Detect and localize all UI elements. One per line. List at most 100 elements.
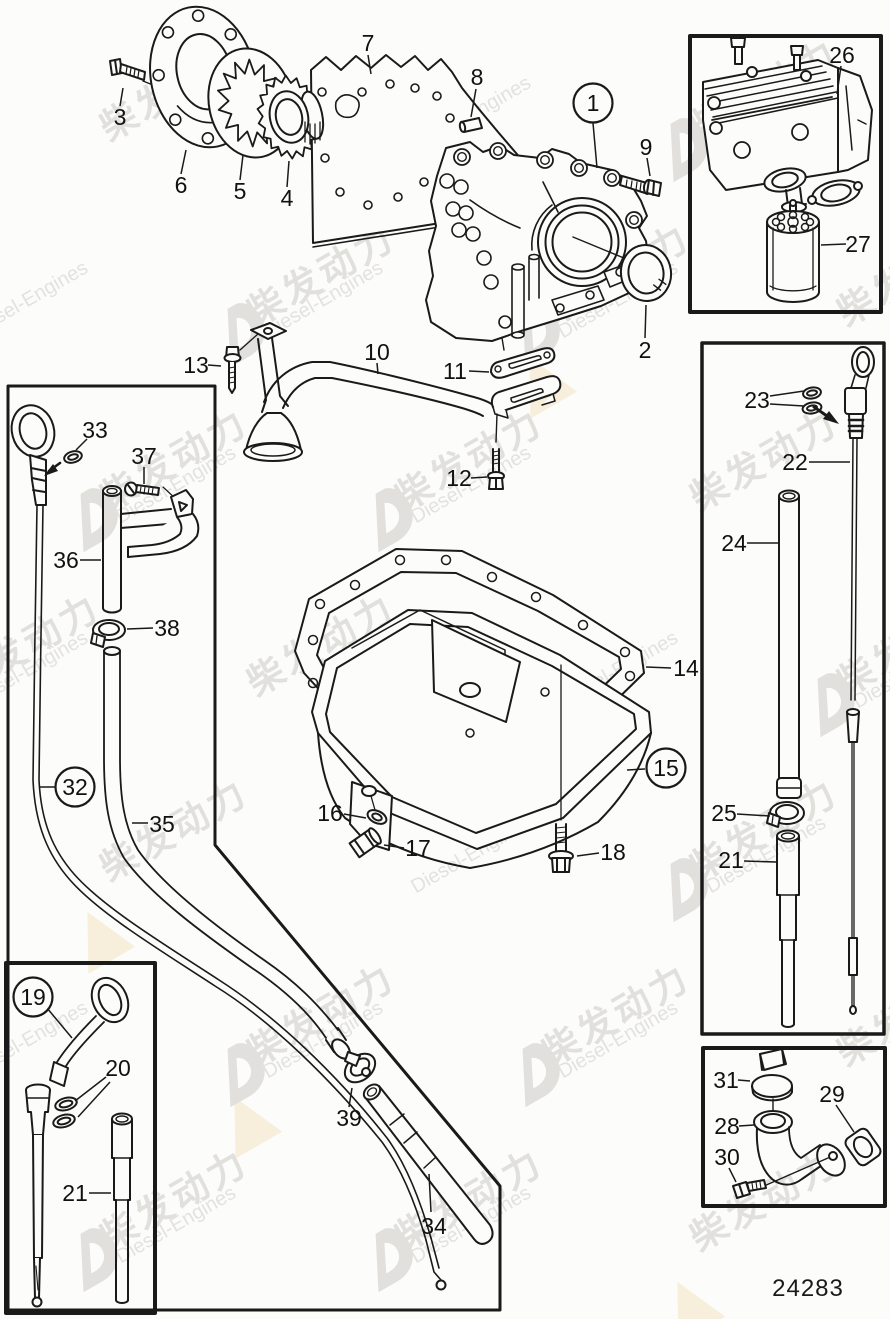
callout-25: 25 bbox=[711, 800, 771, 826]
dipstick-32 bbox=[10, 404, 447, 1291]
leader-line bbox=[769, 390, 805, 397]
callout-17: 17 bbox=[383, 835, 431, 861]
tube-34 bbox=[362, 1083, 494, 1245]
washer-16 bbox=[366, 809, 388, 825]
part-number-label: 22 bbox=[782, 449, 808, 475]
callout-6: 6 bbox=[175, 149, 188, 198]
filler-neck-28 bbox=[753, 1110, 846, 1186]
o-rings-20 bbox=[52, 1096, 78, 1129]
part-number-label: 23 bbox=[744, 387, 770, 413]
part-number-label: 3 bbox=[114, 104, 127, 130]
pump-rotor-4 bbox=[256, 74, 325, 160]
drawing-number: 24283 bbox=[772, 1275, 844, 1302]
part-number-label: 26 bbox=[829, 42, 855, 68]
callout-10: 10 bbox=[364, 339, 390, 375]
part-number-label: 9 bbox=[640, 134, 653, 160]
bolt-30 bbox=[732, 1157, 829, 1199]
pipe-flange-11 bbox=[490, 375, 562, 443]
leader-line bbox=[836, 65, 842, 95]
callout-9: 9 bbox=[640, 134, 653, 177]
part-number-label: 6 bbox=[175, 172, 188, 198]
o-ring-33-arrow bbox=[44, 461, 62, 476]
part-number-label: 34 bbox=[421, 1213, 447, 1239]
part-number-label: 32 bbox=[62, 774, 88, 800]
callout-19-circled: 19 bbox=[12, 976, 73, 1039]
bolt-13 bbox=[223, 346, 242, 394]
leader-line bbox=[737, 1079, 751, 1082]
callout-39: 39 bbox=[336, 1087, 362, 1131]
callout-8: 8 bbox=[470, 64, 484, 118]
callout-4: 4 bbox=[281, 160, 294, 211]
part-number-label: 35 bbox=[149, 811, 175, 837]
part-number-label: 21 bbox=[62, 1180, 88, 1206]
leader-line bbox=[470, 88, 477, 118]
pipe-bracket bbox=[239, 322, 289, 413]
callout-3: 3 bbox=[114, 87, 127, 130]
part-number-label: 7 bbox=[362, 30, 375, 56]
bolt-12 bbox=[487, 448, 505, 490]
part-number-label: 25 bbox=[711, 800, 737, 826]
leader-line bbox=[383, 844, 405, 849]
callout-27: 27 bbox=[820, 231, 871, 257]
callout-11: 11 bbox=[443, 358, 490, 384]
o-ring-33 bbox=[63, 450, 83, 464]
hose-35 bbox=[103, 646, 351, 1060]
leader-line bbox=[576, 852, 600, 857]
o-rings-23 bbox=[801, 386, 823, 415]
leader-line bbox=[286, 160, 290, 188]
callout-35: 35 bbox=[132, 811, 175, 837]
callout-15-circled: 15 bbox=[626, 747, 687, 789]
dowel-pin-8 bbox=[458, 117, 483, 133]
leader-line bbox=[736, 813, 771, 817]
tube-21-left bbox=[111, 1112, 133, 1304]
callout-7: 7 bbox=[362, 30, 375, 75]
leader-line bbox=[728, 1167, 737, 1183]
leader-line bbox=[74, 1076, 107, 1102]
leader-line bbox=[239, 154, 244, 181]
part-number-label: 24 bbox=[721, 530, 747, 556]
leader-line bbox=[75, 438, 88, 451]
callout-36: 36 bbox=[53, 547, 101, 573]
callout-circle bbox=[572, 82, 614, 124]
part-number-label: 20 bbox=[105, 1055, 131, 1081]
gasket-29 bbox=[844, 1127, 882, 1167]
leader-line bbox=[820, 243, 847, 246]
filler-cap-31 bbox=[751, 1048, 793, 1113]
part-number-label: 8 bbox=[471, 64, 484, 90]
o-rings-23-arrow bbox=[812, 405, 839, 424]
tube-36 bbox=[102, 485, 122, 614]
leader-line bbox=[644, 304, 647, 339]
part-number-label: 12 bbox=[446, 465, 472, 491]
callout-18: 18 bbox=[576, 839, 626, 865]
callout-circle bbox=[12, 976, 54, 1018]
part-number-label: 16 bbox=[317, 800, 343, 826]
part-number-label: 14 bbox=[673, 655, 699, 681]
bracket-36 bbox=[120, 489, 200, 558]
part-number-label: 13 bbox=[183, 352, 209, 378]
clamp-25 bbox=[766, 801, 805, 828]
part-number-label: 17 bbox=[405, 835, 431, 861]
leader-line bbox=[835, 1104, 855, 1133]
callout-2: 2 bbox=[639, 304, 652, 363]
callout-21: 21 bbox=[62, 1180, 111, 1206]
leader-line bbox=[428, 1173, 432, 1213]
drain-plug-17 bbox=[348, 827, 382, 859]
oil-pan-15 bbox=[311, 609, 652, 869]
callout-12: 12 bbox=[446, 465, 488, 491]
part-number-label: 2 bbox=[639, 337, 652, 363]
part-number-label: 4 bbox=[281, 185, 294, 211]
leader-line bbox=[180, 149, 187, 175]
leader-line bbox=[626, 768, 646, 771]
callout-31: 31 bbox=[713, 1067, 751, 1093]
callout-1-circled: 1 bbox=[572, 82, 614, 169]
callout-22: 22 bbox=[782, 449, 850, 475]
part-number-label: 27 bbox=[845, 231, 871, 257]
leader-line bbox=[470, 476, 488, 479]
part-number-label: 39 bbox=[336, 1105, 362, 1131]
leader-line bbox=[367, 54, 372, 75]
part-number-label: 10 bbox=[364, 339, 390, 365]
bolt-9 bbox=[619, 175, 662, 197]
part-number-label: 38 bbox=[154, 615, 180, 641]
leader-line bbox=[646, 157, 651, 177]
